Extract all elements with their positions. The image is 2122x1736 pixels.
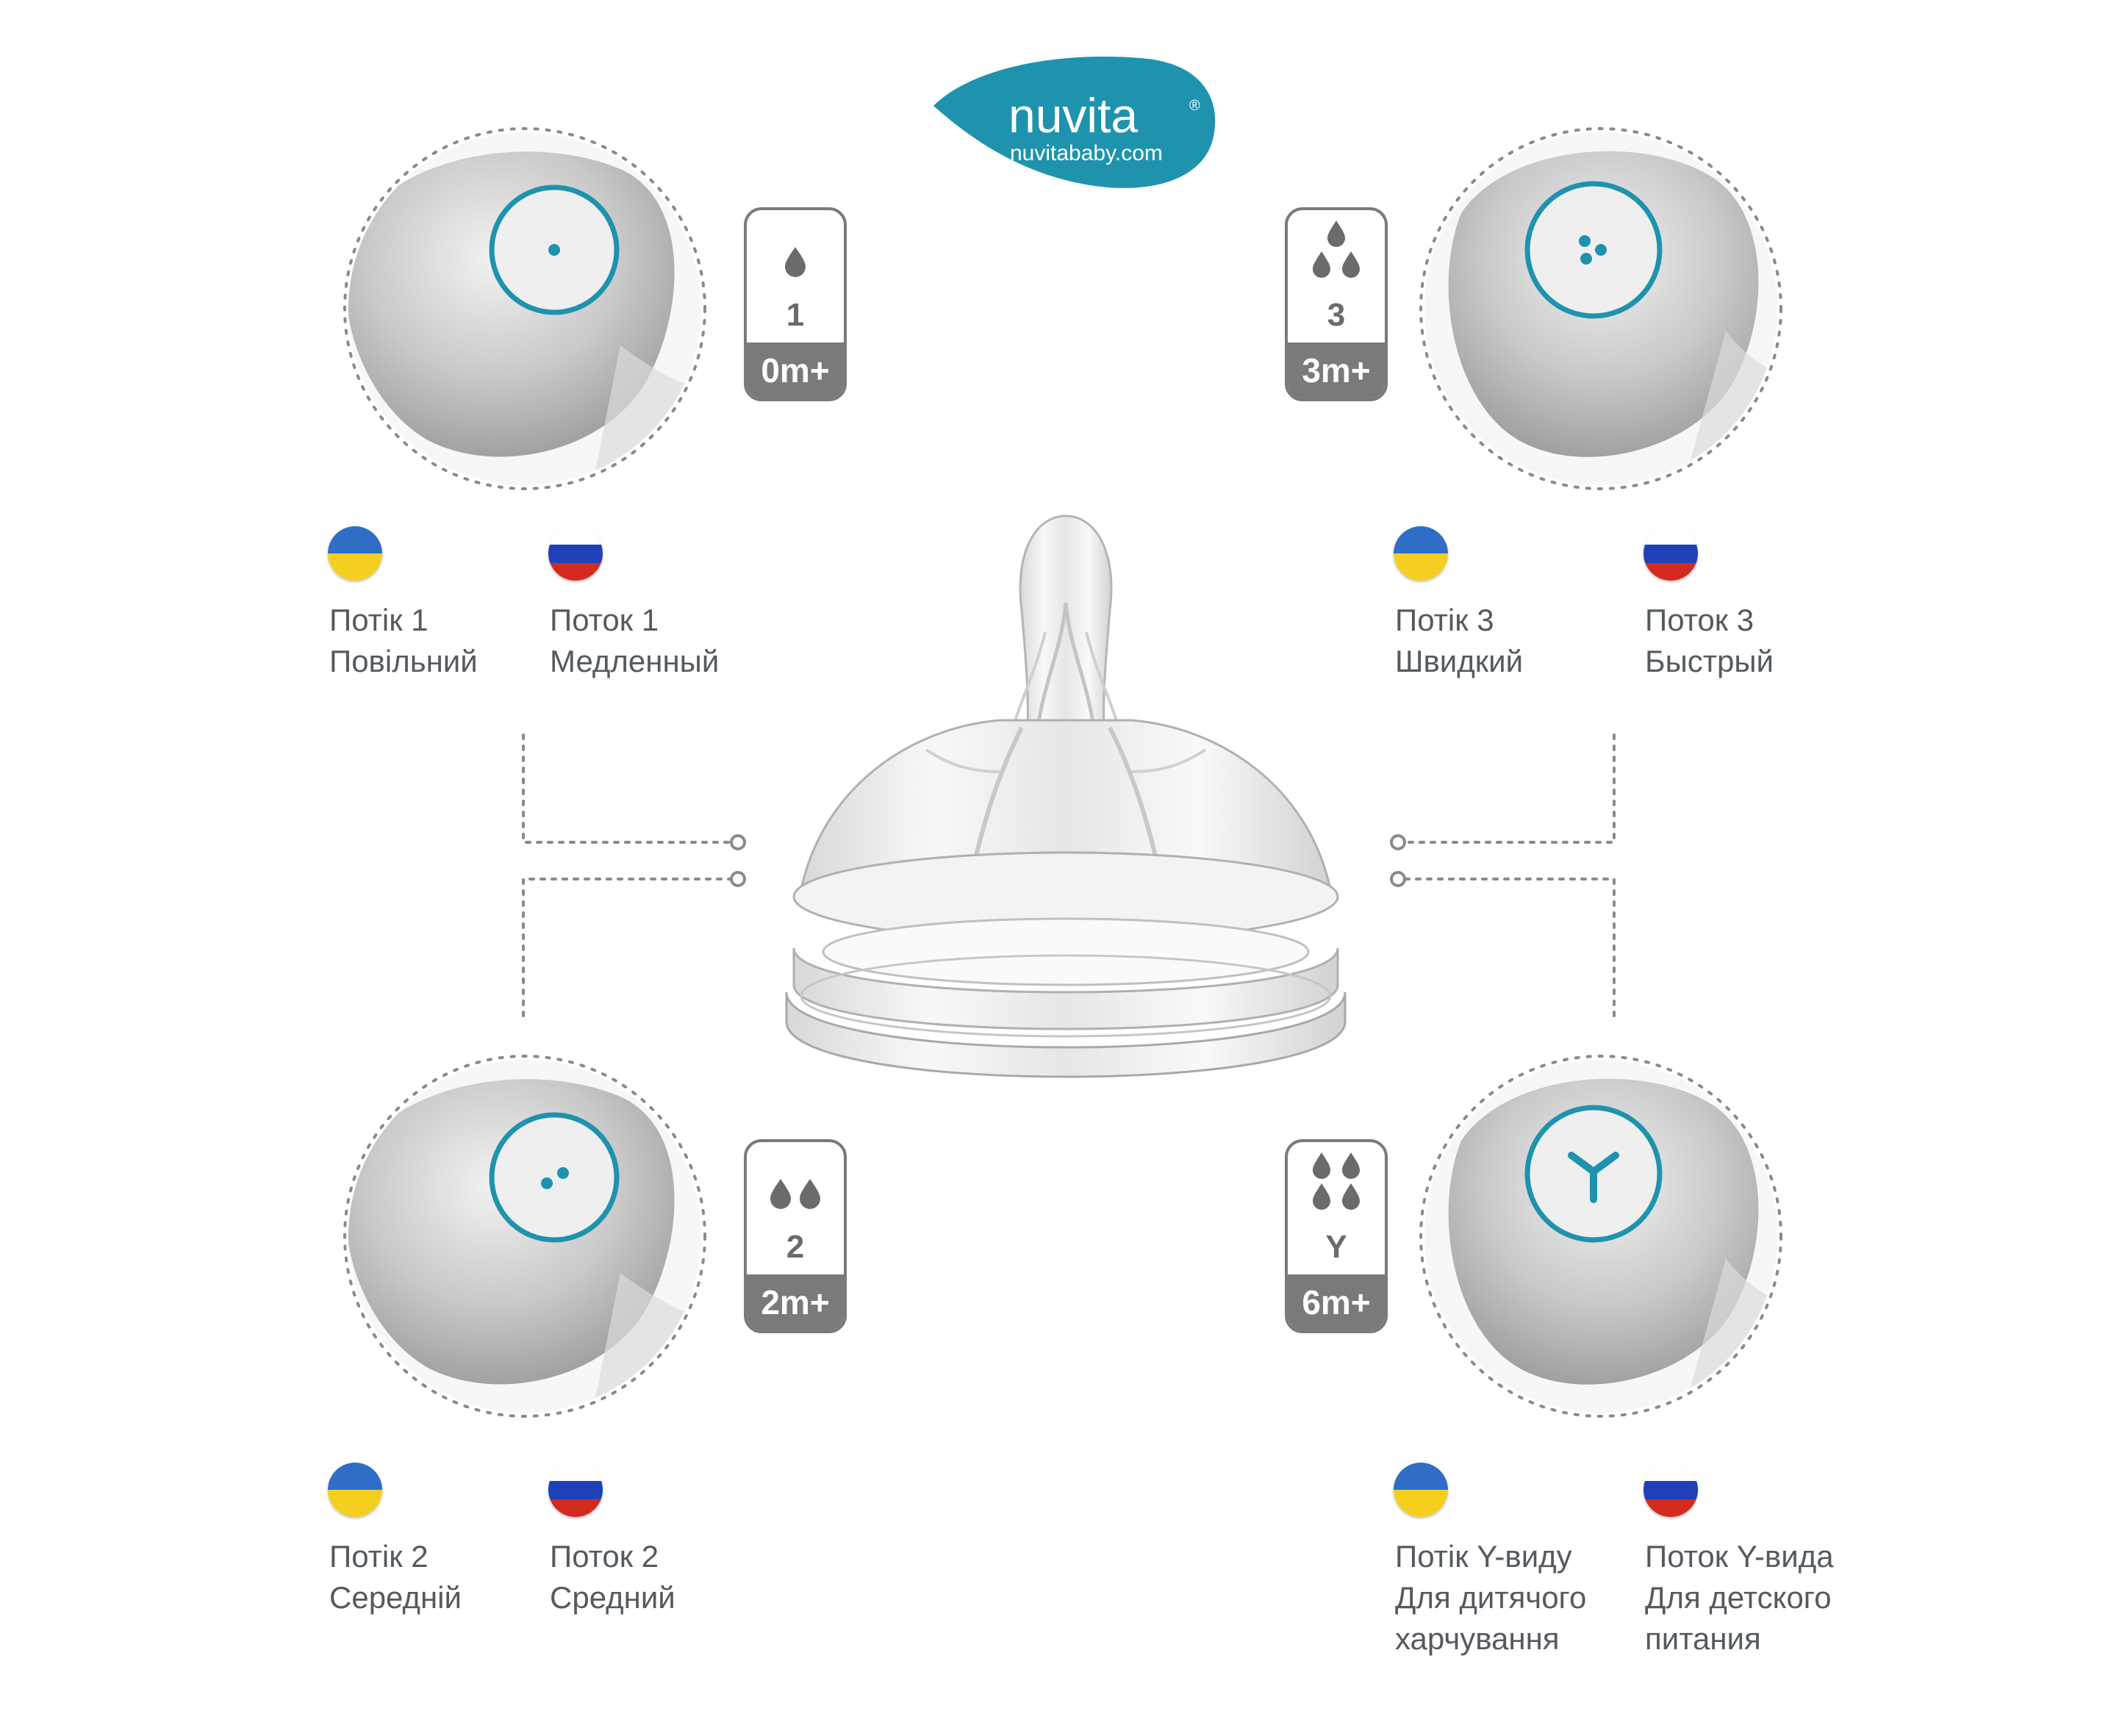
registered-mark: ® bbox=[1189, 98, 1200, 114]
ukraine-flag-icon bbox=[1394, 1463, 1448, 1517]
ukraine-flag-icon bbox=[328, 1463, 382, 1517]
badge-age: 3m+ bbox=[1288, 342, 1385, 398]
badge-number: 3 bbox=[1327, 297, 1346, 333]
ukraine-flag-icon bbox=[328, 526, 382, 581]
nipple-zoom-flow1 bbox=[341, 125, 709, 492]
ukraine-flag-icon bbox=[1394, 526, 1448, 581]
russia-flag-icon bbox=[1644, 526, 1698, 581]
flow-badge-flowY: Y 6m+ bbox=[1285, 1139, 1388, 1333]
caption-ru-flowY: Поток Y-вида Для детского питания bbox=[1645, 1539, 1834, 1656]
teat-nipple-image bbox=[785, 514, 1347, 1078]
badge-number: Y bbox=[1325, 1229, 1347, 1265]
triple-hole-icon bbox=[1524, 181, 1663, 319]
caption-ua-flow1: Потік 1 Повільний bbox=[329, 603, 478, 678]
russia-flag-icon bbox=[1644, 1463, 1698, 1517]
flow-badge-flow1: 1 0m+ bbox=[744, 207, 847, 401]
badge-number: 1 bbox=[786, 297, 805, 333]
flow-badge-flow3: 3 3m+ bbox=[1285, 207, 1388, 401]
badge-number: 2 bbox=[786, 1229, 805, 1265]
badge-age: 0m+ bbox=[747, 342, 844, 398]
nuvita-logo: nuvita ® nuvitababy.com bbox=[933, 56, 1216, 188]
caption-ru-flow3: Поток 3 Быстрый bbox=[1645, 603, 1774, 678]
caption-ua-flow3: Потік 3 Швидкий bbox=[1395, 603, 1524, 678]
russia-flag-icon bbox=[548, 526, 603, 581]
russia-flag-icon bbox=[548, 1463, 603, 1517]
two-drops-icon bbox=[747, 1174, 844, 1215]
badge-age: 2m+ bbox=[747, 1274, 844, 1330]
nipple-zoom-flowY bbox=[1417, 1052, 1785, 1420]
nipple-zoom-flow3 bbox=[1417, 125, 1785, 492]
nipple-zoom-flow2 bbox=[341, 1052, 709, 1420]
badge-age: 6m+ bbox=[1288, 1274, 1385, 1330]
caption-ua-flowY: Потік Y-виду Для дитячого харчування bbox=[1395, 1539, 1587, 1656]
logo-website: nuvitababy.com bbox=[1010, 141, 1163, 165]
double-hole-icon bbox=[489, 1112, 620, 1243]
caption-ru-flow2: Поток 2 Средний bbox=[550, 1539, 675, 1615]
three-drops-icon bbox=[1288, 218, 1385, 295]
four-drops-icon bbox=[1288, 1149, 1385, 1227]
logo-wordmark: nuvita bbox=[1008, 88, 1138, 143]
caption-ru-flow1: Поток 1 Медленный bbox=[550, 603, 720, 678]
one-drop-icon bbox=[747, 243, 844, 283]
caption-ua-flow2: Потік 2 Середній bbox=[329, 1539, 462, 1615]
flow-badge-flow2: 2 2m+ bbox=[744, 1139, 847, 1333]
